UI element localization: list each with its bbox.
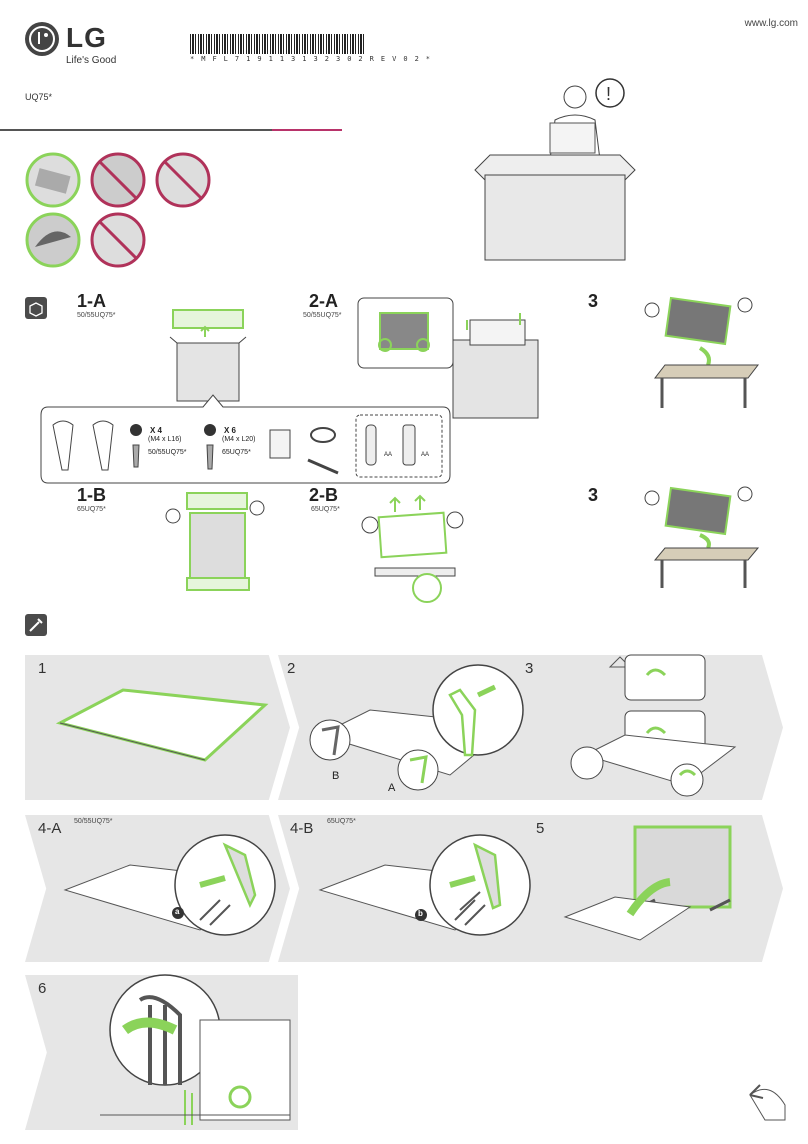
barcode-text: * M F L 7 1 9 1 1 3 1 3 2 3 0 2 R E V 0 … [190, 55, 432, 63]
stand-leg-icon [92, 420, 114, 471]
screw-icon [206, 444, 214, 470]
handling-guide-icons [25, 152, 211, 268]
screw-legs-65-illustration [318, 834, 531, 936]
remote-icon [402, 424, 416, 466]
step-1b-models: 65UQ75* [77, 506, 106, 513]
step-1a-label: 1-A [77, 291, 107, 311]
screw-a-qty: X 4 [150, 426, 163, 435]
lift-tv-65-illustration [361, 494, 464, 603]
header-rule [0, 129, 272, 131]
screw-a-badge [130, 424, 142, 436]
panel-4a-models: 50/55UQ75* [74, 818, 113, 825]
screw-b-badge [204, 424, 216, 436]
tv-face-down-illustration [55, 688, 269, 762]
step-1a-models: 50/55UQ75* [77, 312, 116, 319]
leg-b-label: B [332, 770, 340, 782]
step-1b-label: 1-B [77, 485, 107, 505]
lift-tv-illustration [357, 297, 539, 419]
open-box-illustration [169, 309, 247, 402]
step-3-label: 3 [588, 291, 599, 311]
accessories-panel [40, 394, 451, 484]
barcode [190, 34, 365, 54]
stand-leg-icon [52, 420, 74, 471]
screw-a-models: 50/55UQ75* [148, 449, 187, 456]
panel-1-number: 1 [38, 660, 47, 677]
screw-icon [132, 444, 140, 468]
remote-icon [365, 424, 377, 466]
screw-a-marker-label: a [175, 907, 180, 916]
page-turn-icon [749, 1084, 786, 1121]
stand-tv-upright-illustration [563, 825, 732, 941]
header-rule-accent [272, 129, 342, 131]
step-2b-label: 2-B [309, 485, 339, 505]
battery-label: AA [384, 452, 393, 458]
screw-b-size: (M4 x L20) [222, 436, 256, 443]
model-number: UQ75* [25, 92, 53, 102]
cable-management-illustration [100, 974, 291, 1125]
step-2b-models: 65UQ75* [311, 506, 340, 513]
panel-4a-number: 4-A [38, 820, 62, 837]
panel-6-number: 6 [38, 980, 47, 997]
open-box-65-illustration [165, 492, 265, 591]
screw-b-marker [415, 909, 427, 921]
place-on-table-illustration [644, 296, 760, 408]
panel-3-number: 3 [525, 660, 534, 677]
panel-4b-number: 4-B [290, 820, 314, 837]
screw-a-size: (M4 x L16) [148, 436, 182, 443]
website-link[interactable]: www.lg.com [744, 18, 798, 29]
unpack-box-icon [25, 297, 47, 319]
step-2a-label: 2-A [309, 291, 339, 311]
assembly-tool-icon [25, 614, 47, 636]
step-2a-models: 50/55UQ75* [303, 312, 342, 319]
screw-legs-50-illustration [63, 834, 276, 936]
panel-2-number: 2 [287, 660, 296, 677]
unboxing-warning-illustration: ! [474, 78, 636, 261]
svg-text:!: ! [606, 84, 611, 104]
leg-a-label: A [388, 782, 396, 794]
screw-b-models: 65UQ75* [222, 449, 251, 456]
screw-b-qty: X 6 [224, 426, 237, 435]
attach-legs-illustration [309, 664, 524, 791]
panel-4b-models: 65UQ75* [327, 818, 356, 825]
lg-logo-icon [25, 22, 59, 56]
cable-tie-icon [310, 427, 336, 443]
brand-name: LG [66, 22, 107, 53]
lock-legs-illustration [570, 654, 737, 797]
place-on-table-65-illustration [644, 486, 760, 588]
manual-icon [269, 429, 291, 459]
cable-holder-icon [307, 458, 339, 475]
step-3b-label: 3 [588, 485, 599, 505]
screw-a-marker [172, 907, 184, 919]
panel-5-number: 5 [536, 820, 545, 837]
screw-b-marker-label: b [418, 909, 423, 918]
brand-tagline: Life's Good [66, 55, 117, 66]
battery-label: AA [421, 452, 430, 458]
